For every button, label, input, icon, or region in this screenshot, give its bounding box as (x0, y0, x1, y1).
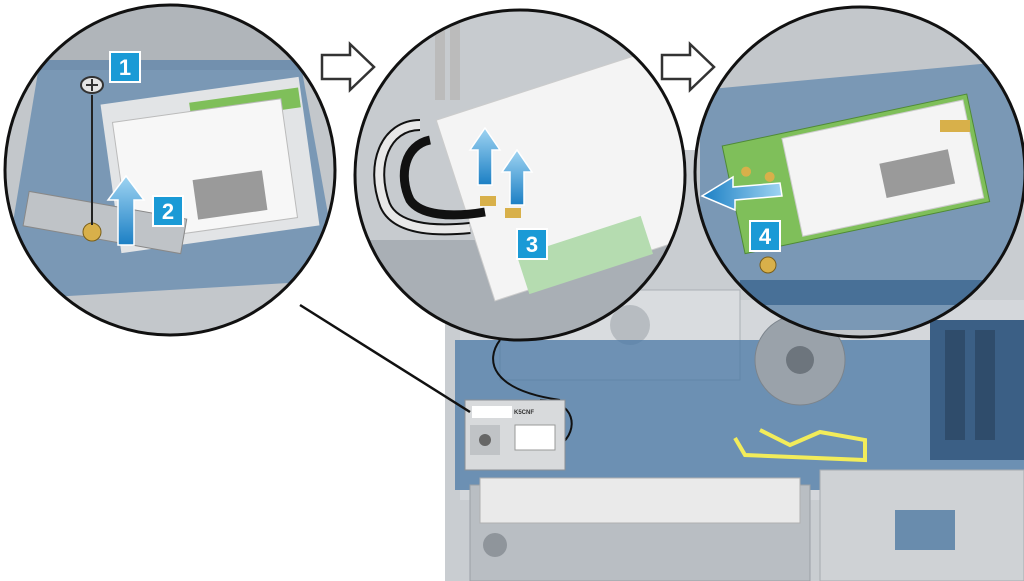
ribbon-cable (479, 477, 801, 524)
detail-circle-3: 4 (693, 5, 1024, 339)
step-number-2: 2 (162, 199, 174, 224)
lift-arrow-icon (106, 174, 146, 246)
step-number-1: 1 (119, 55, 131, 80)
lift-arrow-icon (500, 148, 534, 206)
lift-arrow-icon (468, 126, 502, 186)
step-badge-3: 3 (516, 228, 548, 260)
step-number-3: 3 (526, 232, 538, 257)
step-arrow-icon (660, 41, 716, 93)
step-badge-4: 4 (749, 220, 781, 252)
step-number-4: 4 (759, 224, 772, 249)
callout-leader-line (299, 303, 471, 414)
slide-arrow-icon (700, 175, 783, 212)
detail-circle-2: 3 (353, 8, 687, 342)
screw-icon (80, 76, 104, 225)
detail-circle-1: 1 2 (3, 3, 337, 337)
card-label: K5CNF (514, 410, 534, 416)
yellow-cable (733, 428, 867, 463)
step-arrow-icon (320, 41, 376, 93)
step-badge-2: 2 (152, 195, 184, 227)
step-badge-1: 1 (109, 51, 141, 83)
wlan-bracket (22, 190, 188, 255)
wlan-card: K5CNF (464, 399, 566, 471)
